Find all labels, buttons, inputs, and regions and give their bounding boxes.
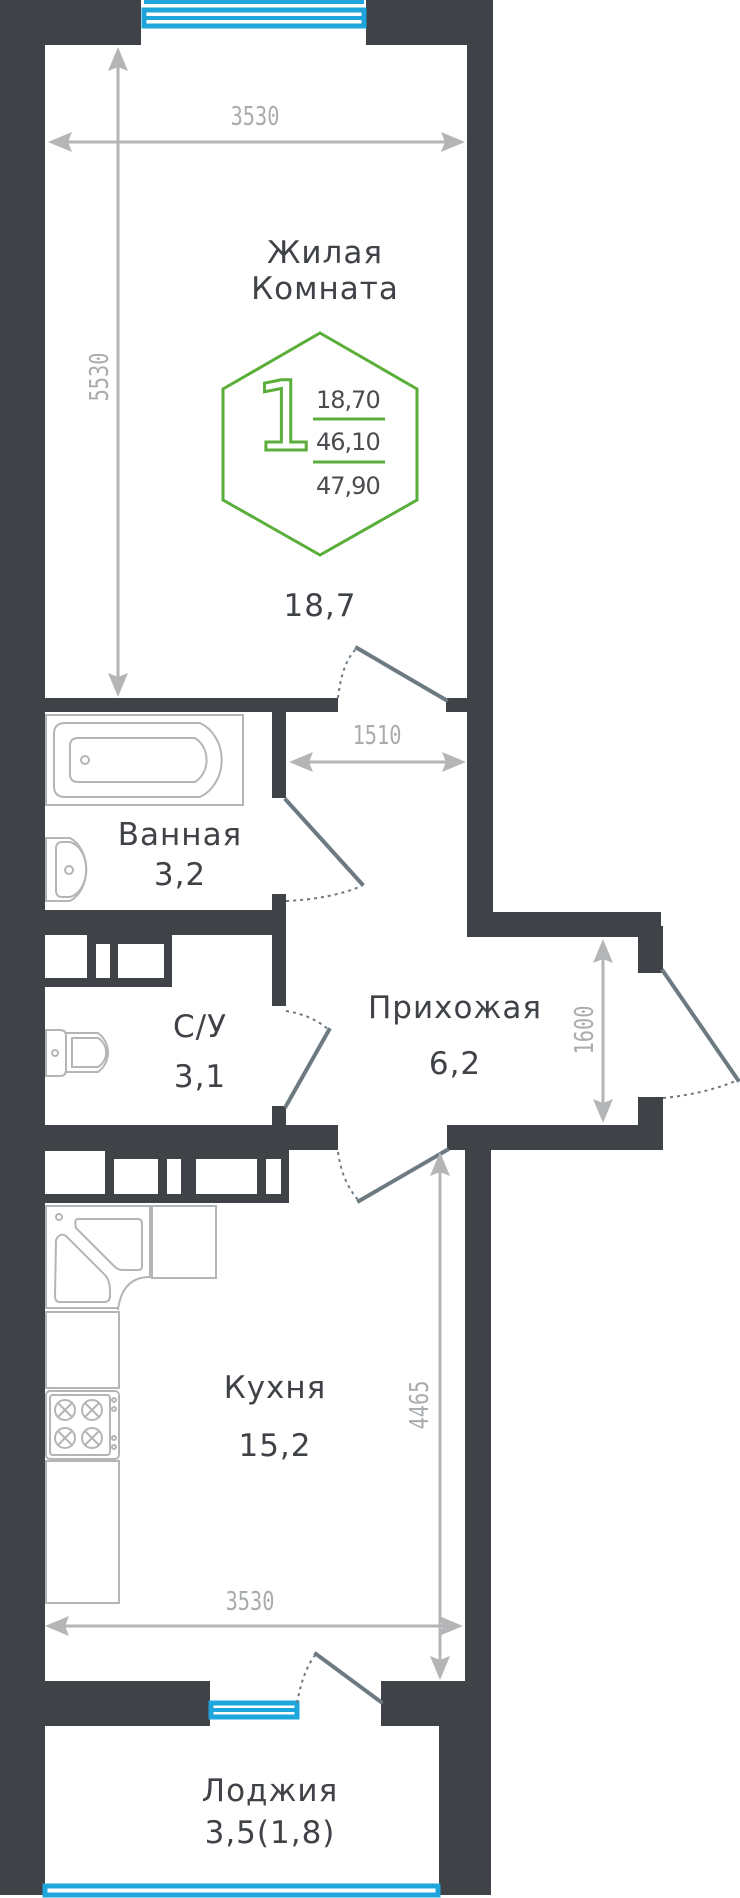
room-name-living-line1: Жилая xyxy=(267,235,383,271)
door-living-room[interactable] xyxy=(337,645,449,703)
kitchen-tall-cabinet xyxy=(45,1460,120,1604)
room-name-living-line2: Комната xyxy=(251,271,399,307)
dimension-label-kitchen-width: 3530 xyxy=(225,1587,275,1617)
wall-bath-wc xyxy=(45,910,286,935)
living-area-value: 18,70 xyxy=(316,386,381,414)
wall-hall-top xyxy=(467,912,661,937)
sink-icon xyxy=(45,837,88,902)
dimension-label-room-length: 5530 xyxy=(85,352,115,402)
toilet-icon xyxy=(45,1029,110,1077)
room-area-living: 18,7 xyxy=(283,588,357,624)
wall-loggia-right xyxy=(439,1681,491,1895)
dimension-label-room-width: 3530 xyxy=(230,102,280,132)
wall-room-bath xyxy=(45,698,338,712)
door-entrance[interactable] xyxy=(660,968,740,1099)
dimension-kitchen-length xyxy=(430,1152,450,1680)
bathtub-icon xyxy=(45,714,244,806)
room-name-kitchen: Кухня xyxy=(223,1370,327,1406)
wall-room-hall-stub xyxy=(446,698,467,712)
window-loggia xyxy=(42,1883,441,1898)
room-area-loggia: 3,5(1,8) xyxy=(204,1815,336,1851)
wall-bath-hall-upper xyxy=(272,698,286,798)
wall-top-left xyxy=(0,0,141,45)
door-wc[interactable] xyxy=(283,1010,332,1109)
door-loggia[interactable] xyxy=(296,1651,384,1705)
kitchen-counter-cabinet xyxy=(45,1311,120,1389)
dimension-entrance-width xyxy=(593,939,613,1123)
room-area-wc: 3,1 xyxy=(173,1059,227,1095)
wall-hall-kitchen-stub xyxy=(447,1125,663,1150)
room-name-wc: С/У xyxy=(173,1009,227,1045)
window-living-room xyxy=(141,0,367,29)
dimension-label-entrance-width: 1600 xyxy=(570,1005,600,1055)
door-bathroom[interactable] xyxy=(283,797,365,902)
dimension-label-kitchen-length: 4465 xyxy=(405,1380,435,1430)
wall-right-upper xyxy=(467,0,493,937)
entrance-jamb-bottom xyxy=(638,1097,663,1150)
total-area-value: 46,10 xyxy=(316,428,381,456)
room-area-kitchen: 15,2 xyxy=(238,1428,312,1464)
dimension-kitchen-width xyxy=(45,1616,463,1636)
room-name-bathroom: Ванная xyxy=(117,817,243,853)
rooms-count: 1 xyxy=(252,361,316,473)
door-kitchen[interactable] xyxy=(337,1147,450,1204)
dimension-hall-width xyxy=(289,752,466,772)
total-area-with-loggia-value: 47,90 xyxy=(316,472,381,500)
room-name-hallway: Прихожая xyxy=(367,990,543,1026)
room-area-hallway: 6,2 xyxy=(428,1046,482,1082)
room-name-loggia: Лоджия xyxy=(201,1773,339,1809)
room-area-bathroom: 3,2 xyxy=(153,857,207,893)
room-label-living: Жилая Комната xyxy=(200,235,450,307)
dimension-room-width xyxy=(48,132,465,152)
dimension-label-hall-width: 1510 xyxy=(352,721,402,751)
wall-wc-kitchen xyxy=(45,1125,338,1150)
wall-left xyxy=(0,0,45,1895)
stove-icon xyxy=(45,1390,120,1460)
dimension-room-length xyxy=(108,47,128,697)
wall-kitchen-loggia-left xyxy=(45,1681,210,1726)
entrance-jamb-top xyxy=(638,926,663,973)
window-kitchen xyxy=(208,1700,300,1720)
kitchen-corner-sink-icon xyxy=(45,1205,217,1311)
apartment-summary-badge xyxy=(221,331,419,557)
